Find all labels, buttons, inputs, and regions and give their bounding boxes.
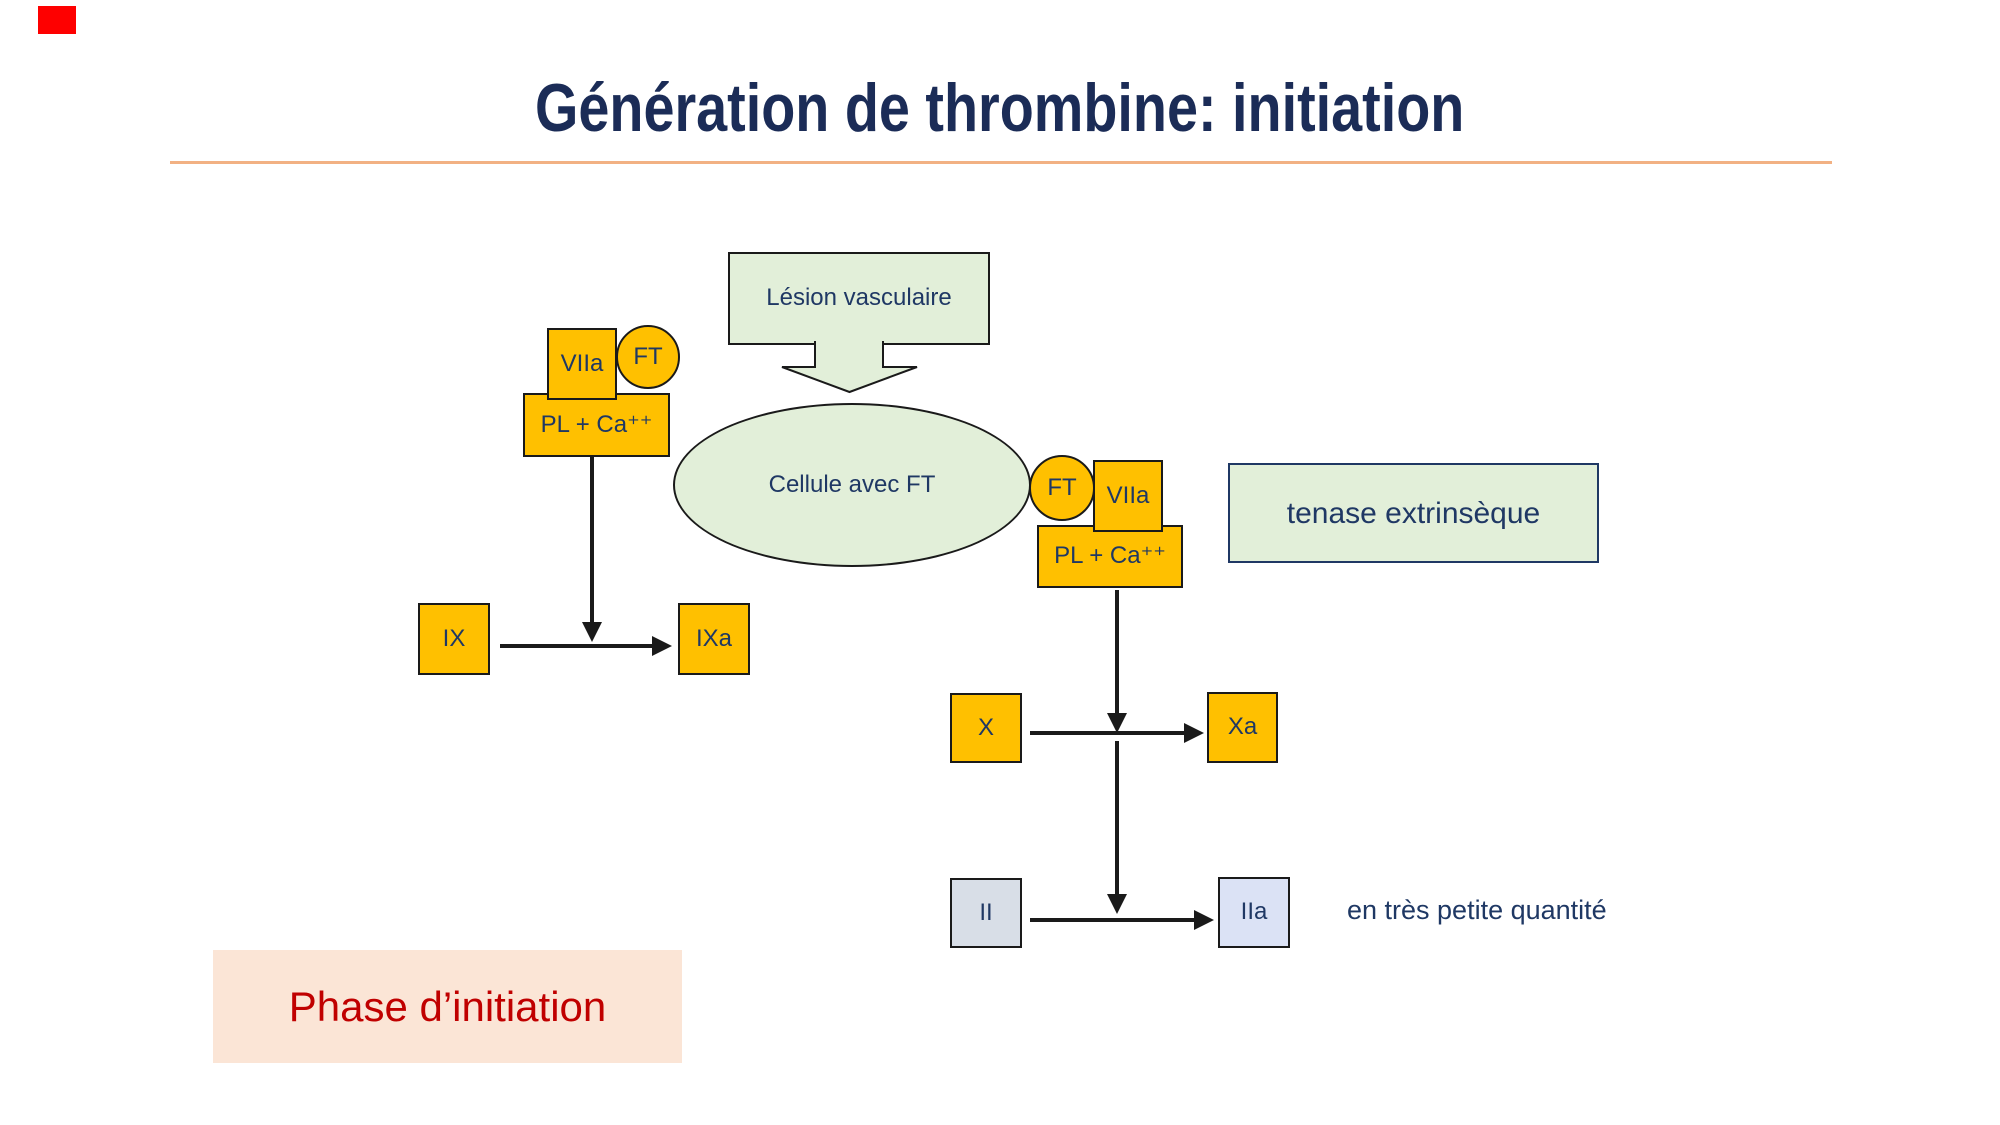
factor-ix-box: IX [418, 603, 490, 675]
quantity-note: en très petite quantité [1347, 895, 1607, 925]
lesion-down-arrow [781, 341, 918, 394]
page-title: Génération de thrombine: initiation [535, 70, 1465, 146]
factor-ixa-box: IXa [678, 603, 750, 675]
title-block: Génération de thrombine: initiation [0, 72, 2000, 144]
right-ft-circle: FT [1029, 455, 1095, 521]
factor-ii-box: II [950, 878, 1022, 948]
red-corner-mark [38, 6, 76, 34]
factor-xa-box: Xa [1207, 692, 1278, 763]
right-viia-box: VIIa [1093, 460, 1163, 532]
phase-initiation-label: Phase d’initiation [288, 982, 607, 1030]
phase-initiation-box: Phase d’initiation [213, 950, 682, 1063]
factor-iia-box: IIa [1218, 877, 1290, 948]
factor-x-box: X [950, 693, 1022, 763]
title-underline [170, 161, 1832, 164]
lesion-vasculaire-box: Lésion vasculaire [728, 252, 990, 345]
cellule-avec-ft-ellipse: Cellule avec FT [673, 403, 1031, 567]
tenase-extrinseque-box: tenase extrinsèque [1228, 463, 1599, 563]
left-ft-circle: FT [616, 325, 680, 389]
left-viia-box: VIIa [547, 328, 617, 400]
right-pl-ca-box: PL + Ca⁺⁺ [1037, 525, 1183, 588]
left-pl-ca-box: PL + Ca⁺⁺ [523, 393, 670, 457]
